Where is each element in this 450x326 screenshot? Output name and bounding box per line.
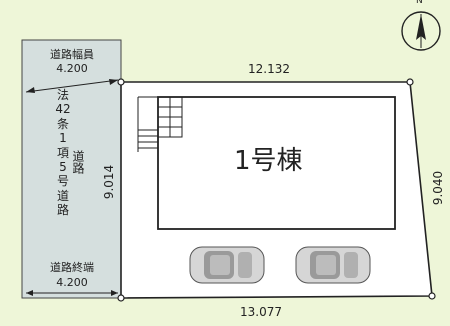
legal-char: 1: [59, 131, 67, 146]
lot-corner-marker: [117, 294, 125, 302]
parked-car: [295, 246, 371, 284]
north-label: N: [416, 0, 423, 6]
legal-char: 5: [59, 160, 67, 175]
legal-char: 道: [56, 188, 69, 203]
lot-corner-marker: [117, 78, 125, 86]
legal-char: 条: [56, 116, 69, 131]
legal-char: 号: [56, 174, 69, 189]
legal-char: 法: [56, 88, 69, 102]
dimension-bottom: 13.077: [240, 305, 282, 319]
arrow-head: [109, 79, 118, 85]
road-width-value: 4.200: [56, 62, 88, 75]
stair-grid: [137, 96, 183, 152]
parked-car: [189, 246, 265, 284]
legal-char: 42: [55, 102, 71, 117]
building-1: [157, 96, 396, 230]
road-width-label: 道路幅員: [50, 48, 94, 61]
arrow-head: [111, 290, 118, 296]
legal-char: 項: [56, 145, 69, 160]
dimension-top: 12.132: [248, 62, 290, 76]
legal-char: 路: [56, 203, 69, 218]
road-legal-basis: 法 42 条 1 項 5 号 道 路: [53, 88, 73, 218]
building-label: 1号棟: [234, 146, 303, 176]
arrow-head: [26, 87, 35, 93]
road-side-label: 道路: [71, 150, 85, 174]
lot-corner-marker: [428, 292, 436, 300]
road-width-arrow: [25, 79, 119, 93]
dimension-right: 9.040: [431, 170, 446, 206]
road-end-label: 道路終端: [50, 261, 94, 274]
dimension-left: 9.014: [102, 164, 117, 200]
arrow-head: [26, 290, 33, 296]
lot-corner-marker: [406, 78, 414, 86]
road-end-value: 4.200: [56, 276, 88, 289]
north-arrow-circle: [401, 11, 441, 51]
